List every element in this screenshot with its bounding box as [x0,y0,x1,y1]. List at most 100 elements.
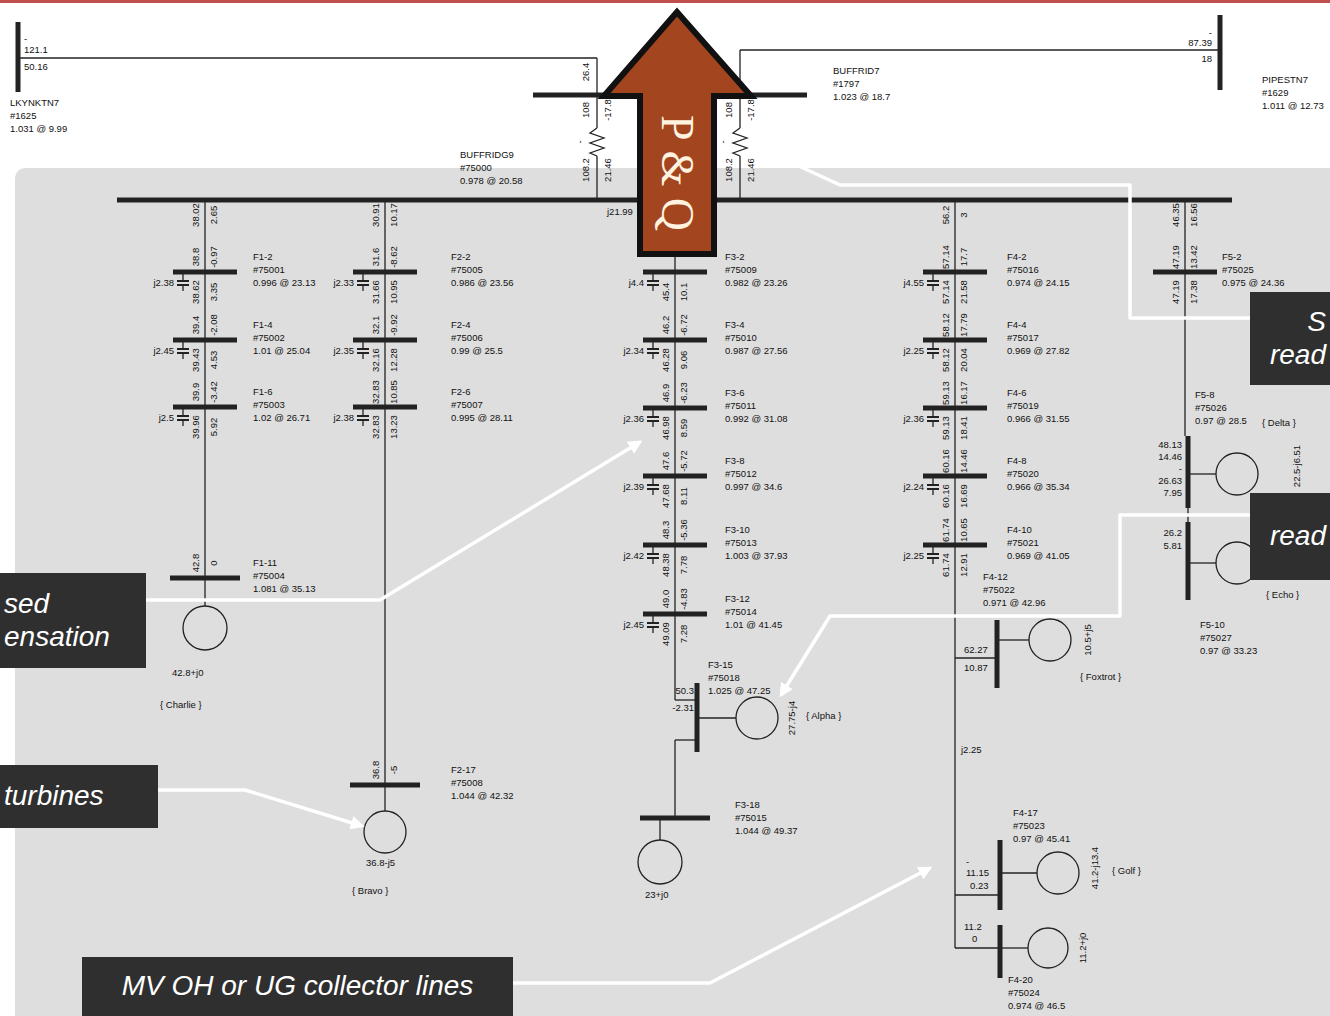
value-label: -5 [389,766,399,774]
value-label: 11.2+j0 [1078,933,1088,964]
value-label: F4-4 [1007,320,1027,330]
capacitor-plate [927,284,939,286]
value-label: 4.53 [209,351,219,370]
value-label: 2.65 [209,206,219,225]
value-label: 59.13 [941,416,951,440]
value-label: 0.974 @ 46.5 [1008,1001,1065,1011]
value-label: 56.2 [941,206,951,225]
feeder-line [596,156,597,200]
value-label: 10.65 [959,518,969,542]
value-label: 61.74 [941,518,951,542]
value-label: j2.45 [623,620,644,630]
background-panel [15,168,1330,1016]
value-label: 47.6 [661,452,671,471]
value-label: -6.72 [679,314,689,336]
value-label: 46.35 [1171,203,1181,227]
callout-text: turbines [4,780,104,812]
arrow-label: P & Q [654,115,700,231]
value-label: j2.45 [153,346,174,356]
value-label: F3-12 [725,594,750,604]
bus-bar [923,270,987,275]
value-label: 11.15 [966,868,989,878]
value-label: 0.997 @ 34.6 [725,482,782,492]
value-label: F3-6 [725,388,745,398]
capacitor-plate [647,622,659,624]
callout-text: MV OH or UG collector lines [122,970,474,1002]
value-label: #75014 [725,607,757,617]
bus-bar [643,338,707,343]
value-label: 1.044 @ 42.32 [451,791,513,801]
value-label: 17.38 [1189,280,1199,304]
value-label: 8.59 [679,419,689,438]
value-label: 5.92 [209,418,219,437]
value-label: j2.39 [623,482,644,492]
value-label: 10.95 [389,280,399,304]
value-label: 0.974 @ 24.15 [1007,278,1069,288]
capacitor-plate [177,348,189,350]
value-label: #75005 [451,265,483,275]
value-label: F4-2 [1007,252,1027,262]
callout-box: MV OH or UG collector lines [82,957,513,1016]
callout-text: S read [1268,306,1326,370]
feeder-line [955,947,1000,948]
feeder-line [1000,872,1037,873]
value-label: #75018 [708,673,740,683]
value-label: 50.16 [24,62,48,72]
feeder-line [675,699,697,700]
value-label: #75026 [1195,403,1227,413]
value-label: F3-2 [725,252,745,262]
value-label: #75022 [983,585,1015,595]
value-label: 1.02 @ 26.71 [253,413,310,423]
value-label: 49.09 [661,622,671,646]
bus-bar [695,683,700,752]
value-label: 38.62 [191,280,201,304]
value-label: 14.46 [1158,452,1182,462]
value-label: 1.01 @ 41.45 [725,620,782,630]
value-label: 21.58 [959,280,969,304]
value-label: 12.28 [389,348,399,372]
value-label: 32.1 [371,316,381,335]
value-label: 0.969 @ 41.05 [1007,551,1069,561]
generator-symbol [638,840,682,884]
value-label: #75017 [1007,333,1039,343]
value-label: 39.9 [191,383,201,402]
value-label: { Alpha } [806,711,841,721]
value-label: F1-11 [253,558,277,568]
value-label: #75019 [1007,401,1039,411]
value-label: 3.35 [209,283,219,302]
value-label: 108 [581,102,591,118]
value-label: -2.31 [672,703,694,713]
value-label: j2.5 [159,413,174,423]
feeder-line [932,410,933,417]
value-label: j2.25 [903,551,924,561]
value-label: F2-4 [451,320,471,330]
value-label: 32.16 [371,348,381,372]
value-label: #75009 [725,265,757,275]
value-label: -9.92 [389,314,399,336]
value-label: 10.1 [679,283,689,302]
feeder-line [362,342,363,349]
value-label: 27.75-j4 [787,701,797,735]
value-label: #75004 [253,571,285,581]
value-label: 0.975 @ 24.36 [1222,278,1284,288]
value-label: LKYNKTN7 [10,98,59,108]
value-label: 46.28 [661,348,671,372]
value-label: 108.2 [724,158,734,182]
value-label: PIPESTN7 [1262,75,1308,85]
generator-symbol [1216,453,1258,495]
capacitor-plate [177,352,189,354]
value-label: #75016 [1007,265,1039,275]
value-label: 16.69 [959,484,969,508]
capacitor-plate [647,284,659,286]
value-label: 0.971 @ 42.96 [983,598,1045,608]
value-label: 0.996 @ 23.13 [253,278,315,288]
value-label: 39.96 [191,415,201,439]
value-label: 26.2 [1164,528,1183,538]
value-label: #75020 [1007,469,1039,479]
value-label: 9.06 [679,351,689,370]
value-label: 1.023 @ 18.7 [833,92,890,102]
bus-bar [353,338,417,343]
leader-line [513,868,930,983]
bus-bar [350,783,420,788]
feeder-line [652,478,653,485]
